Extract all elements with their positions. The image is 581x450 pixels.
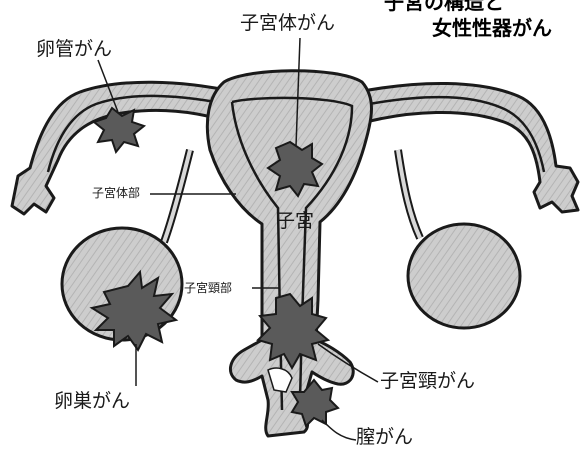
label-fallopian-cancer: 卵管がん [36, 40, 112, 59]
title-line-1: 子宮の構造と [384, 0, 504, 12]
label-uterine-cancer: 子宮体がん [240, 14, 335, 33]
label-vaginal-cancer: 膣がん [356, 428, 413, 447]
label-cervical-cancer: 子宮頸がん [380, 372, 475, 391]
label-uterus: 子宮 [276, 212, 314, 231]
label-cervix: 子宮頸部 [184, 282, 232, 294]
right-fallopian-tube [358, 83, 578, 212]
label-uterine-body: 子宮体部 [92, 187, 140, 199]
title-line-2: 女性性器がん [432, 18, 552, 38]
label-ovarian-cancer: 卵巣がん [54, 392, 130, 411]
right-ovary [408, 224, 520, 328]
